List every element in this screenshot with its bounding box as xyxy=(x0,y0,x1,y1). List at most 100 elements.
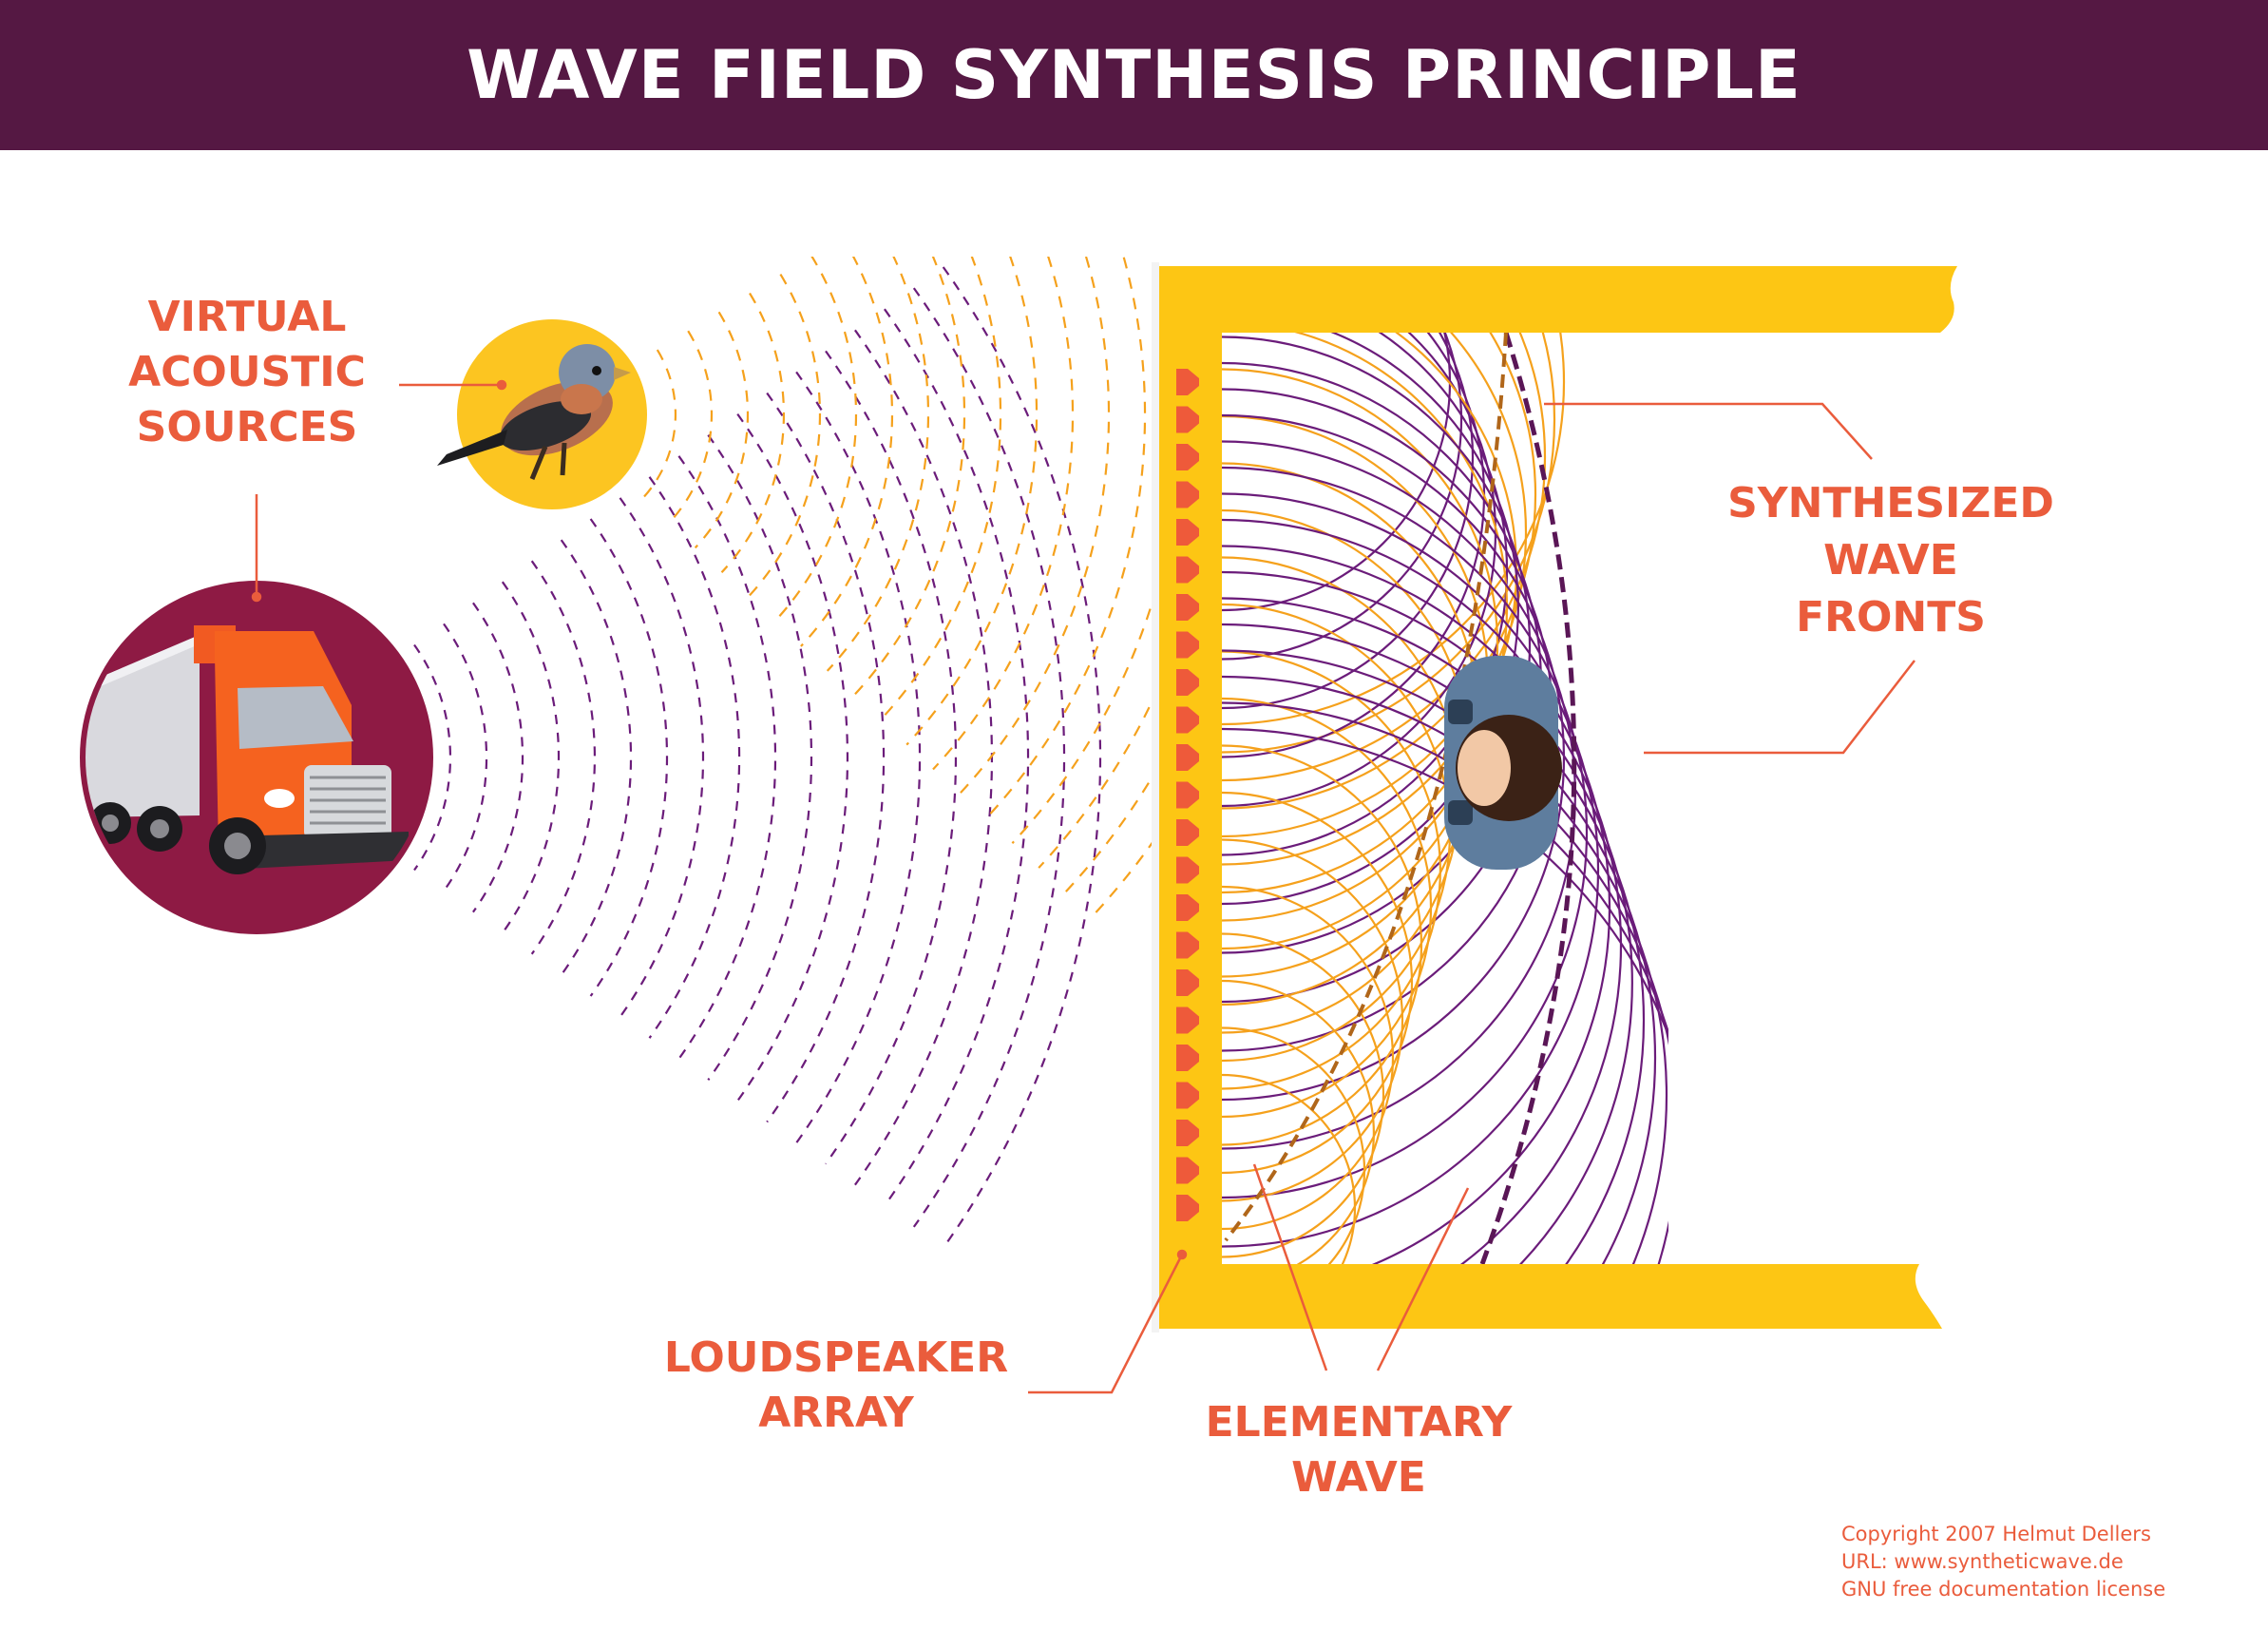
wavefront-arc-truck xyxy=(736,412,849,1103)
label-line: WAVE xyxy=(1823,536,1958,585)
wavefront-arc-truck xyxy=(413,643,452,872)
elementary-arc-purple xyxy=(1222,466,1589,1199)
elementary-arc-orange xyxy=(1222,791,1414,1175)
wavefront-arc-truck xyxy=(560,539,633,976)
wavefront-arc-bird xyxy=(932,257,1075,771)
elementary-arc-purple xyxy=(1222,545,1623,1264)
elementary-arc-purple xyxy=(1222,492,1600,1248)
wavefront-arc-truck xyxy=(677,455,777,1060)
label-line: WAVE xyxy=(1291,1453,1426,1502)
elementary-arc-orange xyxy=(1222,368,1499,922)
elementary-arc-orange xyxy=(1222,1026,1366,1264)
wavefront-arc-bird xyxy=(773,257,858,623)
wavefront-arc-bird xyxy=(800,257,894,647)
elementary-arc-orange xyxy=(1222,885,1395,1231)
elementary-arc-orange xyxy=(1222,697,1433,1119)
copyright-line: Copyright 2007 Helmut Dellers xyxy=(1841,1523,2151,1545)
loudspeaker xyxy=(1176,481,1199,508)
copyright-line: GNU free documentation license xyxy=(1841,1578,2166,1601)
loudspeaker xyxy=(1176,406,1199,433)
wavefront-arc-bird xyxy=(905,257,1039,746)
copyright-notice: Copyright 2007 Helmut Dellers URL: www.s… xyxy=(1841,1521,2165,1603)
loudspeaker xyxy=(1176,969,1199,996)
page-title: WAVE FIELD SYNTHESIS PRINCIPLE xyxy=(0,0,2268,150)
wavefront-arc-bird xyxy=(826,257,930,672)
elementary-arc-purple xyxy=(1222,623,1657,1264)
loudspeaker xyxy=(1176,444,1199,470)
copyright-line: URL: www.syntheticwave.de xyxy=(1841,1550,2124,1573)
label-line: VIRTUAL xyxy=(147,293,347,341)
wavefront-arc-truck xyxy=(530,560,596,955)
elementary-arc-purple xyxy=(1222,336,1532,954)
loudspeaker xyxy=(1176,519,1199,546)
truck-icon xyxy=(80,581,433,934)
wavefront-arc-truck xyxy=(766,392,886,1123)
elementary-arc-orange xyxy=(1222,1073,1357,1264)
loudspeaker-array xyxy=(1176,369,1199,1221)
loudspeaker xyxy=(1176,1195,1199,1221)
elementary-arc-purple xyxy=(1222,597,1646,1264)
loudspeaker xyxy=(1176,1082,1199,1109)
wavefront-arc-bird xyxy=(668,330,714,525)
loudspeaker-array-label: LOUDSPEAKER ARRAY xyxy=(637,1331,1036,1441)
loudspeaker xyxy=(1176,1120,1199,1146)
elementary-wave-label: ELEMENTARY WAVE xyxy=(1169,1395,1549,1505)
label-line: ACOUSTIC xyxy=(128,348,366,396)
wavefront-arc-truck xyxy=(589,518,669,997)
elementary-arc-purple xyxy=(1222,518,1611,1264)
wavefront-arc-bird xyxy=(747,274,822,598)
elementary-arc-purple xyxy=(1222,333,1475,710)
wavefront-arc-truck xyxy=(707,434,813,1081)
elementary-arc-orange xyxy=(1222,333,1556,754)
wavefront-arc-bird xyxy=(984,257,1147,820)
elementary-arc-orange xyxy=(1222,333,1537,810)
wavefront-arc-truck xyxy=(648,476,741,1039)
wavefront-arc-bird xyxy=(1038,682,1159,869)
loudspeaker xyxy=(1176,781,1199,809)
synthesized-wavefronts-label: SYNTHESIZED WAVE FRONTS xyxy=(1701,475,2081,646)
loudspeaker xyxy=(1176,744,1199,771)
elementary-arc-orange xyxy=(1222,838,1404,1202)
label-line: SOURCES xyxy=(136,403,358,451)
loudspeaker xyxy=(1176,369,1199,395)
elementary-arc-purple xyxy=(1222,333,1463,661)
wavefront-arc-truck xyxy=(912,287,1066,1228)
wavefront-arc-bird xyxy=(1064,762,1159,893)
elementary-arc-purple xyxy=(1222,727,1668,1039)
elementary-arc-orange xyxy=(1222,979,1376,1264)
elementary-arc-orange xyxy=(1222,650,1442,1090)
elementary-arc-purple xyxy=(1222,649,1668,1264)
loudspeaker xyxy=(1176,931,1199,959)
loudspeaker xyxy=(1176,556,1199,584)
loudspeaker xyxy=(1176,1045,1199,1071)
wavefront-arc-truck xyxy=(501,581,561,934)
wavefront-arc-truck xyxy=(619,497,705,1018)
elementary-arc-orange xyxy=(1222,333,1509,894)
wavefront-arc-bird xyxy=(694,311,750,549)
loudspeaker xyxy=(1176,669,1199,696)
loudspeaker xyxy=(1176,819,1199,846)
loudspeaker xyxy=(1176,631,1199,659)
synthesized-wavefront-purple xyxy=(1479,332,1577,1265)
elementary-arc-orange xyxy=(1222,333,1547,782)
elementary-arc-purple xyxy=(1222,333,1497,808)
synthesized-wavefront-orange xyxy=(1224,332,1508,1242)
wavefront-arc-truck xyxy=(942,266,1102,1249)
loudspeaker xyxy=(1176,706,1199,734)
wavefront-arc-truck xyxy=(472,602,524,913)
label-line: LOUDSPEAKER xyxy=(663,1333,1009,1382)
leader-lines xyxy=(251,379,1915,1394)
elementary-arc-orange xyxy=(1222,744,1423,1146)
loudspeaker xyxy=(1176,856,1199,884)
virtual-source-wavefronts xyxy=(409,257,1159,1249)
label-line: FRONTS xyxy=(1796,593,1986,642)
elementary-arc-purple xyxy=(1222,570,1634,1264)
virtual-sources-label: VIRTUAL ACOUSTIC SOURCES xyxy=(90,290,404,455)
elementary-waves xyxy=(1222,333,1668,1264)
wavefront-arc-truck xyxy=(884,308,1030,1207)
elementary-arc-purple xyxy=(1222,333,1520,906)
loudspeaker xyxy=(1176,1157,1199,1184)
wavefront-arc-bird xyxy=(879,257,1002,721)
elementary-arc-orange xyxy=(1222,932,1385,1258)
